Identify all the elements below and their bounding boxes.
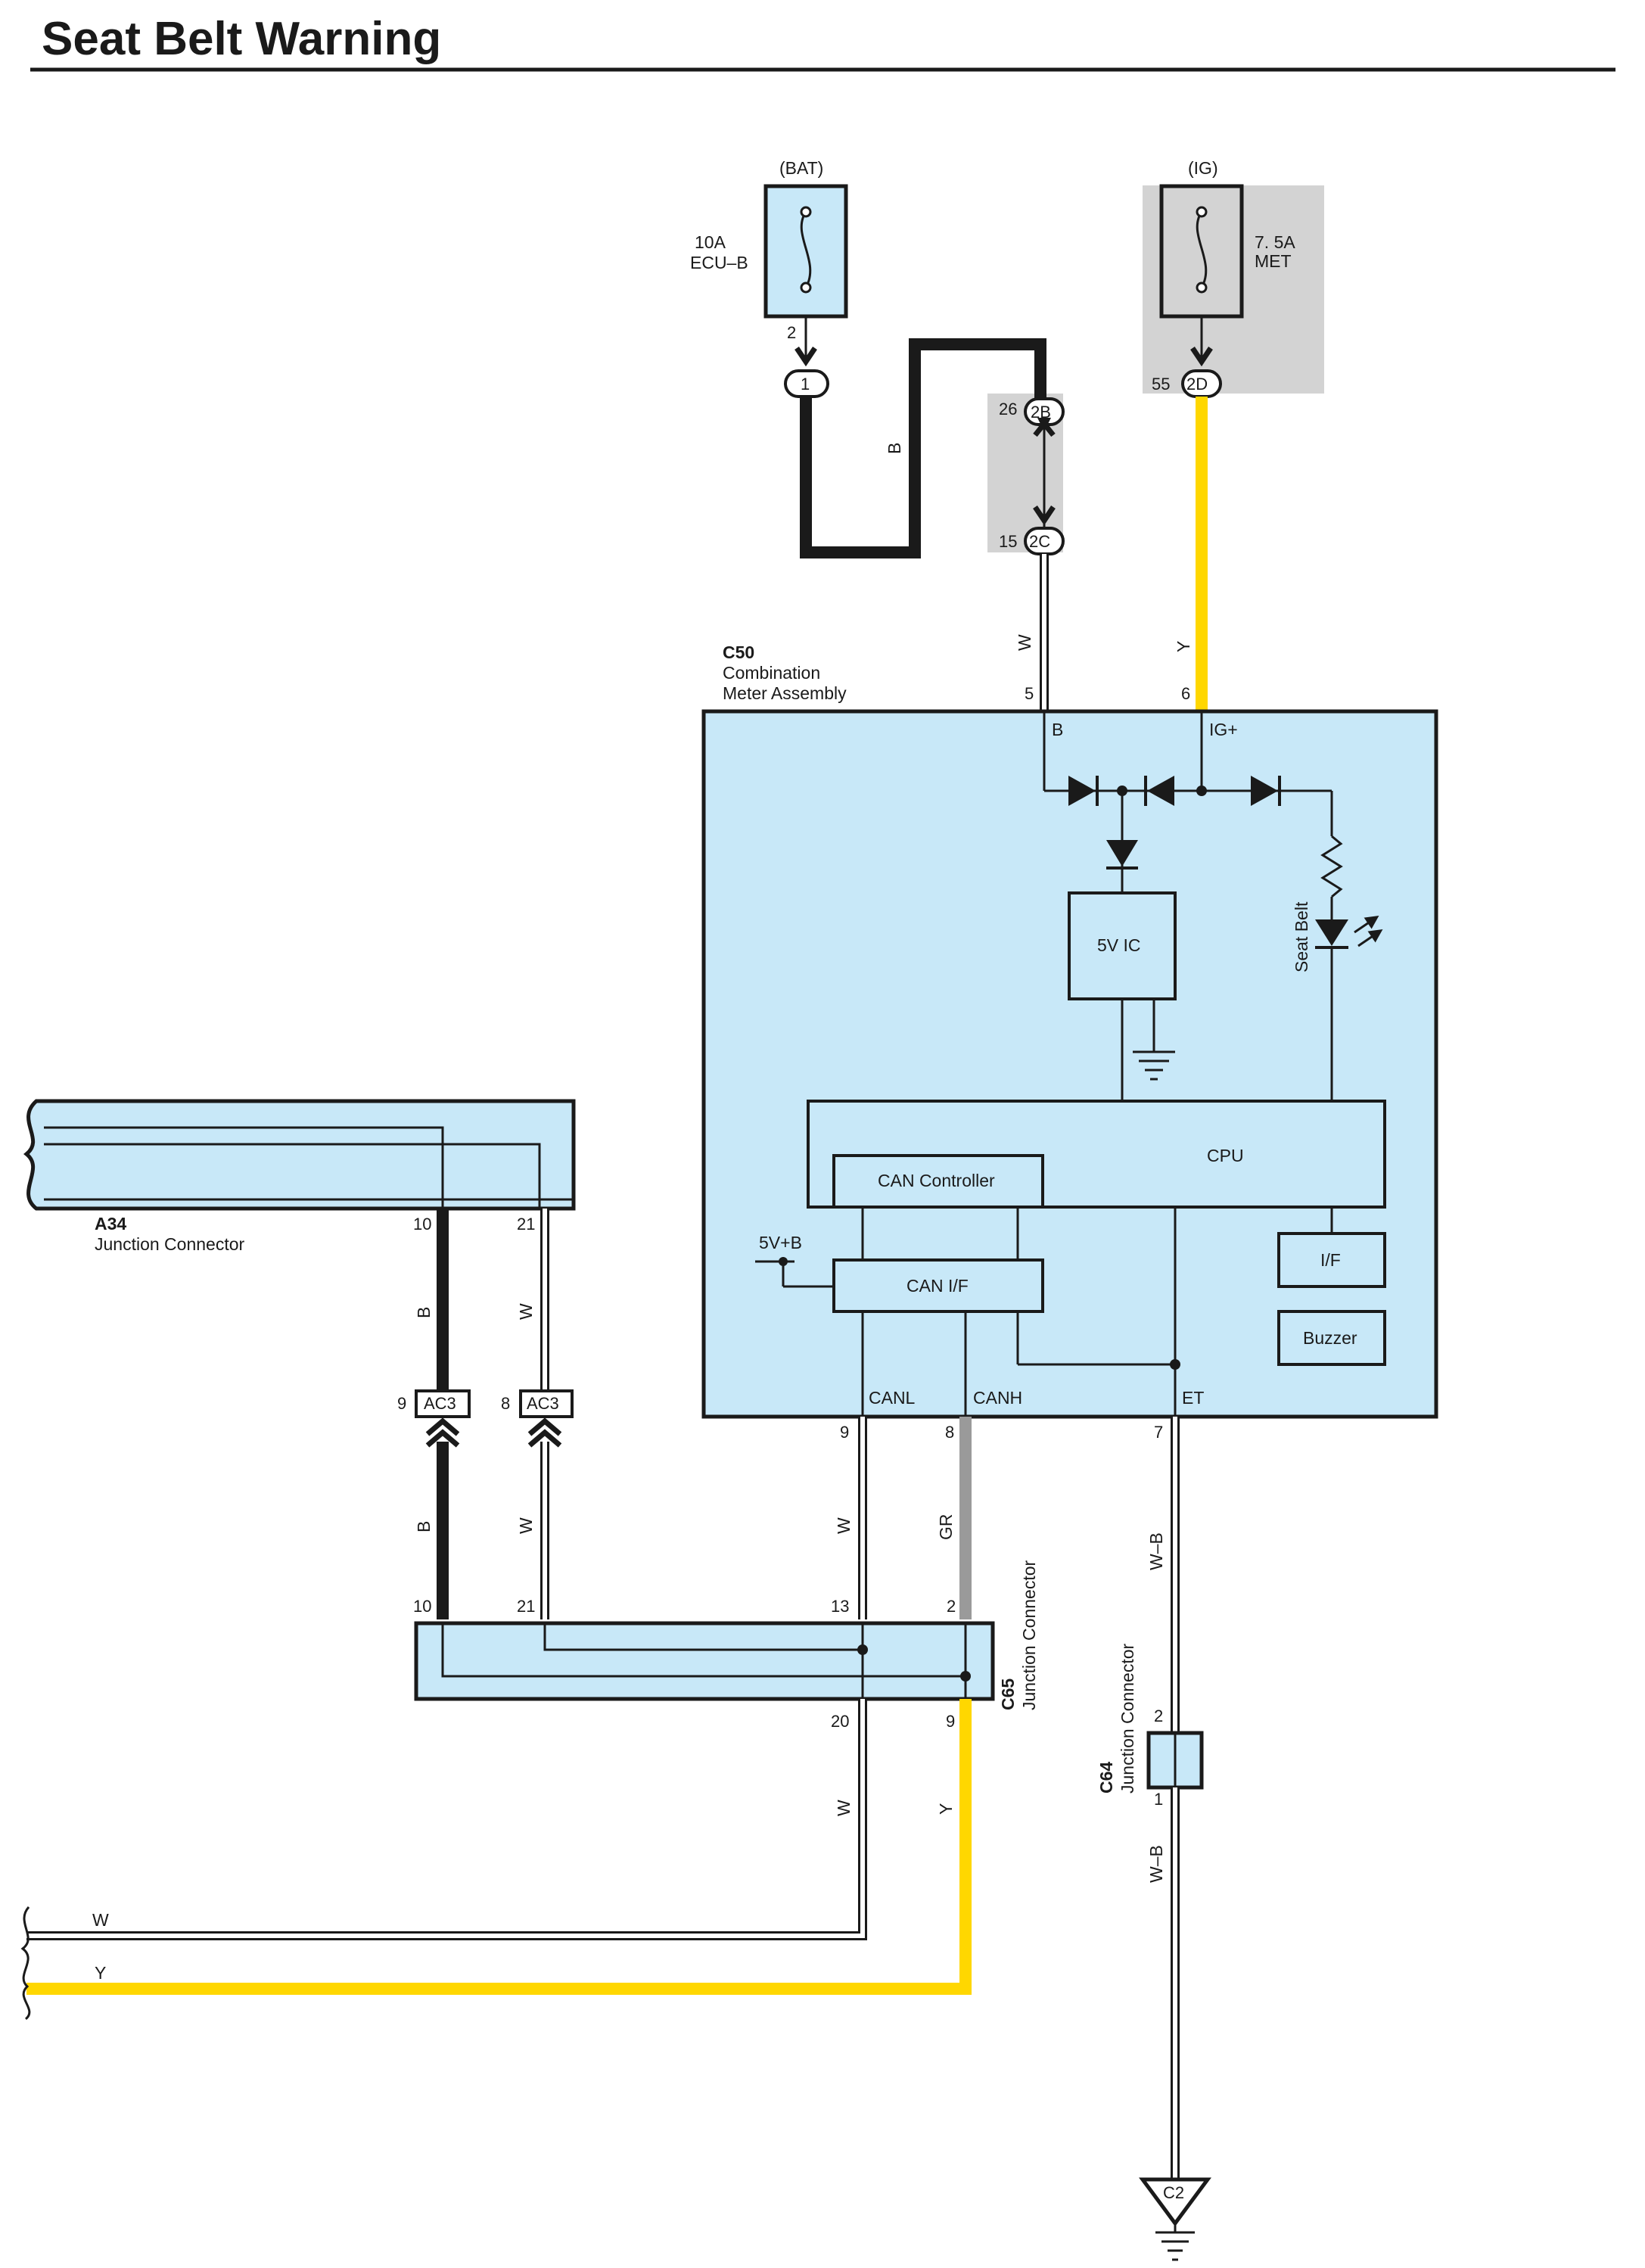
connector-2c: 2C	[1024, 527, 1065, 555]
c65-pin-20: 20	[831, 1712, 849, 1731]
et-wire-color: W–B	[1146, 1532, 1166, 1570]
y-feed-wire-color: Y	[1174, 641, 1193, 652]
svg-text:AC3: AC3	[424, 1394, 456, 1413]
wire-break-icon	[20, 1906, 31, 2021]
ig-source-label: (IG)	[1188, 158, 1218, 178]
c65-out-y-wire-color: Y	[936, 1803, 956, 1815]
meter-pin-canh: 8	[945, 1423, 954, 1442]
ig-fuse-name: MET	[1255, 251, 1292, 271]
svg-text:2D: 2D	[1186, 375, 1208, 394]
ig-pin-number: 55	[1152, 375, 1170, 394]
diode-led	[1251, 776, 1281, 806]
jb-lower-pin: 15	[999, 532, 1017, 551]
seat-belt-label: Seat Belt	[1292, 901, 1311, 972]
c65-pin-21: 21	[517, 1597, 535, 1616]
bat-fuse-name: ECU–B	[690, 253, 748, 272]
a34-b-wire-color: B	[414, 1307, 434, 1318]
svg-text:2B: 2B	[1031, 403, 1051, 422]
bat-fuse: (BAT) 10A ECU–B	[690, 158, 848, 319]
c65-pin-10: 10	[413, 1597, 431, 1616]
et-lower-wire-color: W–B	[1146, 1845, 1166, 1883]
vref-label: 5V+B	[759, 1233, 802, 1252]
a34-id: A34	[95, 1214, 126, 1234]
meter-pin-canl: 9	[840, 1423, 849, 1442]
meter-pin-et: 7	[1154, 1423, 1163, 1442]
c65-out-w-wire-color: W	[834, 1800, 854, 1816]
svg-text:AC3: AC3	[527, 1394, 559, 1413]
seat-belt-resistor	[1320, 835, 1343, 898]
ig-fuse: (IG) 7. 5A MET	[1159, 158, 1295, 319]
c65-name: Junction Connector	[1019, 1560, 1039, 1710]
diode-b	[1068, 776, 1099, 806]
c64-pin-top: 2	[1154, 1706, 1163, 1725]
ac3-connector-left: AC3	[415, 1389, 471, 1418]
c64-id: C64	[1096, 1762, 1116, 1794]
bat-link-wire	[800, 338, 1046, 558]
w-feed-wire-color: W	[1015, 634, 1034, 651]
canl-wire-color: W	[834, 1517, 854, 1534]
a34-pin-right: 21	[517, 1215, 535, 1234]
page-title: Seat Belt Warning	[42, 13, 441, 65]
meter-name-line2: Meter Assembly	[723, 683, 847, 703]
a34-pin-left: 10	[413, 1215, 431, 1234]
svg-text:1: 1	[801, 375, 810, 394]
meter-id: C50	[723, 642, 754, 662]
ac3-pin-left: 9	[397, 1394, 406, 1413]
bat-pin-chevron	[795, 347, 817, 367]
meter-term-ig: IG+	[1209, 720, 1238, 739]
can-if-label: CAN I/F	[906, 1276, 969, 1296]
svg-text:2C: 2C	[1029, 532, 1050, 551]
meter-term-b: B	[1052, 720, 1063, 739]
c65-id: C65	[998, 1678, 1018, 1710]
ac3-b-wire-color: B	[414, 1521, 434, 1532]
bat-connector: 1	[784, 369, 829, 398]
ig-fuse-rating: 7. 5A	[1255, 232, 1295, 252]
diode-ic	[1106, 840, 1138, 870]
buzzer-label: Buzzer	[1303, 1328, 1357, 1348]
jb-upper-pin: 26	[999, 400, 1017, 418]
c64-name: Junction Connector	[1118, 1643, 1137, 1794]
left-w-wire-color: W	[92, 1910, 109, 1930]
term-canh: CANH	[973, 1388, 1022, 1408]
can-if-box	[832, 1258, 1044, 1313]
bat-fuse-rating: 10A	[695, 232, 726, 252]
ground-label: C2	[1163, 2183, 1184, 2202]
c65-pin-9: 9	[946, 1712, 955, 1731]
term-canl: CANL	[869, 1388, 916, 1408]
can-controller-box	[832, 1154, 1044, 1209]
meter-name-line1: Combination	[723, 663, 820, 683]
if-box	[1277, 1232, 1386, 1288]
a34-name: Junction Connector	[95, 1234, 245, 1254]
ic-5v-label: 5V IC	[1097, 935, 1141, 955]
bat-source-label: (BAT)	[779, 158, 823, 178]
bat-link-wire-color: B	[885, 443, 904, 454]
ac3-pin-right: 8	[501, 1394, 510, 1413]
connector-2d: 2D	[1181, 369, 1222, 398]
if-label: I/F	[1320, 1250, 1341, 1270]
bat-pin-number: 2	[787, 323, 796, 342]
c65-pin-13: 13	[831, 1597, 849, 1616]
ground-icon: C2	[1139, 2177, 1211, 2261]
meter-pin-b: 5	[1025, 684, 1034, 703]
ic-ground-icon	[1133, 1050, 1175, 1081]
combination-meter-box	[701, 709, 1438, 1419]
c65-pin-2: 2	[947, 1597, 956, 1616]
meter-pin-ig: 6	[1181, 684, 1190, 703]
canh-wire-color: GR	[936, 1514, 956, 1541]
ac3-connector-right: AC3	[519, 1389, 574, 1418]
buzzer-box	[1277, 1310, 1386, 1366]
y-output-wire	[26, 1699, 972, 1995]
can-controller-label: CAN Controller	[878, 1171, 995, 1190]
c64-pin-bottom: 1	[1154, 1790, 1163, 1809]
cpu-label: CPU	[1207, 1146, 1244, 1165]
term-et: ET	[1182, 1388, 1204, 1408]
c65-connector	[414, 1621, 995, 1701]
a34-connector	[23, 1099, 576, 1211]
left-y-wire-color: Y	[95, 1963, 106, 1983]
diode-ig	[1144, 776, 1174, 806]
a34-w-wire-color: W	[516, 1303, 536, 1320]
ac3-w-wire-color: W	[516, 1517, 536, 1534]
